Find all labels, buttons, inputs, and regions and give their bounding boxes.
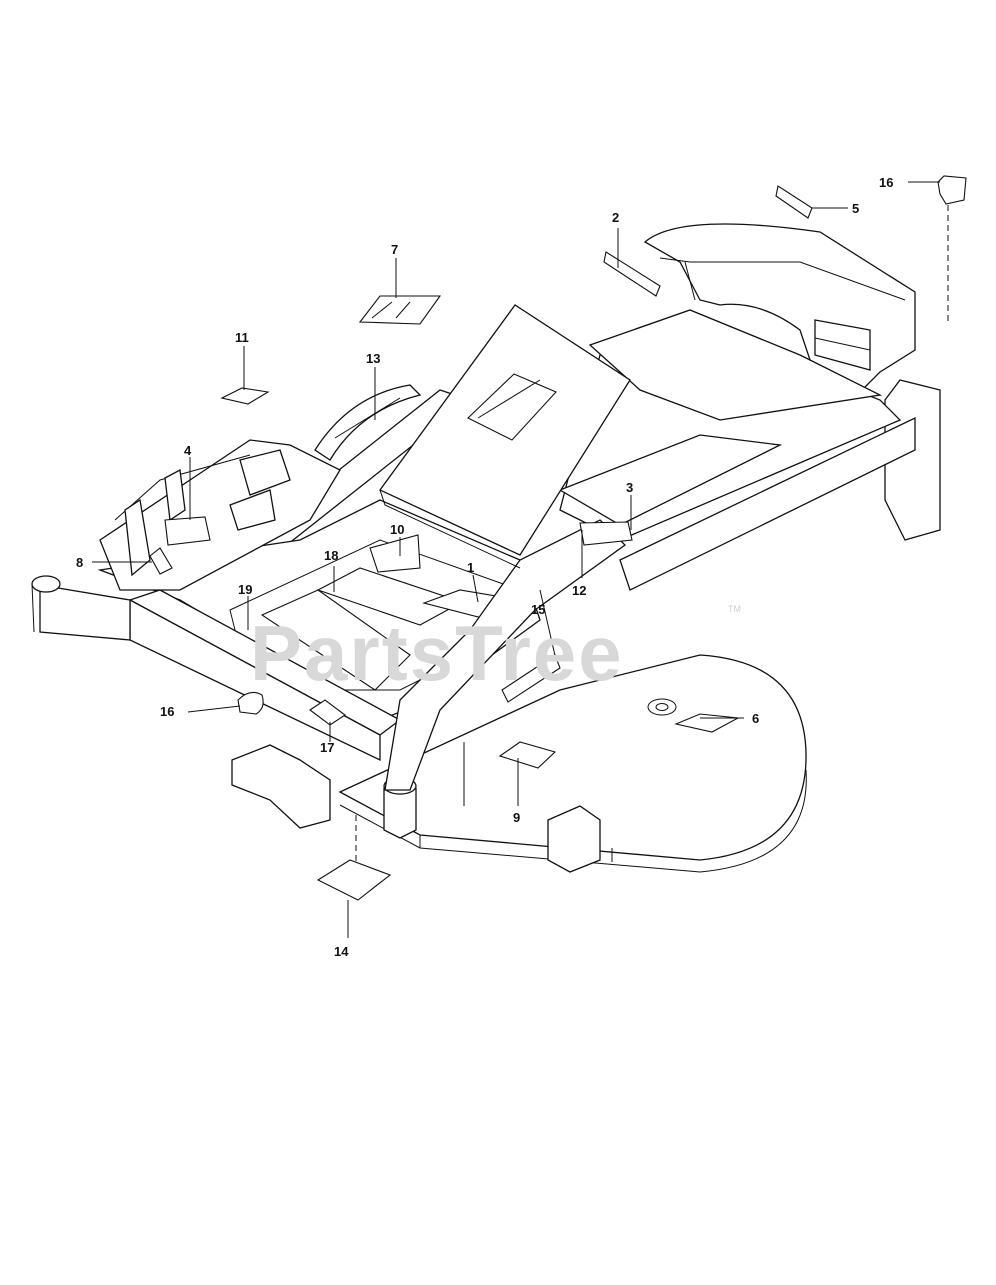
callout-8: 8 (76, 555, 83, 570)
seat-pan (379, 304, 631, 569)
decal-14 (316, 859, 392, 901)
watermark: PartsTree TM (250, 604, 741, 697)
watermark-text: PartsTree (250, 609, 624, 697)
decal-16-front (237, 691, 264, 715)
callout-11: 11 (235, 330, 249, 345)
decal-5 (775, 185, 813, 219)
callout-5: 5 (852, 201, 859, 216)
callout-1: 1 (467, 560, 474, 575)
callout-16-front: 16 (160, 704, 174, 719)
callout-7: 7 (391, 242, 398, 257)
callout-4: 4 (184, 443, 192, 458)
callout-6: 6 (752, 711, 759, 726)
watermark-trademark: TM (728, 604, 741, 614)
callout-10: 10 (390, 522, 404, 537)
decal-15 (501, 654, 561, 703)
callout-12: 12 (572, 583, 586, 598)
callout-17: 17 (320, 740, 334, 755)
callout-labels: 1 2 3 4 5 6 7 8 9 10 11 12 13 14 15 16 1… (76, 175, 893, 959)
callout-19: 19 (238, 582, 252, 597)
decal-2 (603, 251, 661, 297)
callout-13: 13 (366, 351, 380, 366)
leader-lines (92, 181, 949, 938)
callout-15: 15 (531, 602, 545, 617)
callout-2: 2 (612, 210, 619, 225)
callout-9: 9 (513, 810, 520, 825)
callout-18: 18 (324, 548, 338, 563)
decal-9 (498, 741, 557, 769)
left-console (99, 384, 422, 591)
callout-3: 3 (626, 480, 633, 495)
decal-17 (309, 699, 346, 726)
decal-16-rear (937, 175, 967, 205)
callout-14: 14 (334, 944, 349, 959)
mower-deck (231, 654, 807, 873)
decal-7 (358, 295, 442, 325)
decal-3 (579, 521, 633, 546)
callout-16-rear: 16 (879, 175, 893, 190)
decal-11 (220, 387, 270, 405)
